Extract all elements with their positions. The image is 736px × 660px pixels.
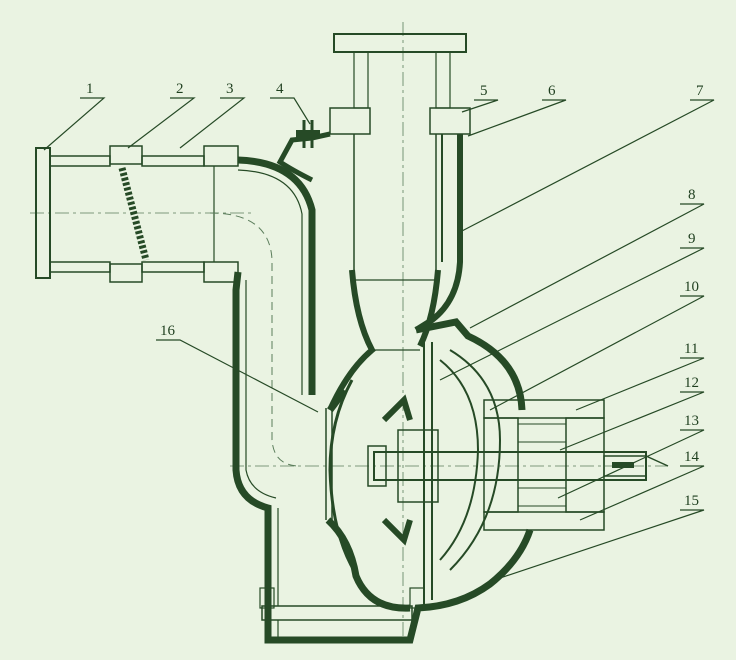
discharge-pipe	[296, 33, 471, 412]
callout-7: 7	[696, 83, 704, 99]
callout-11: 11	[684, 341, 698, 357]
shaft-key	[612, 462, 634, 468]
callout-9: 9	[688, 231, 696, 247]
valve-flange-left	[109, 145, 143, 165]
callout-8: 8	[688, 187, 696, 203]
discharge-flange	[333, 33, 467, 53]
leader-lines	[43, 97, 715, 583]
inlet-pipe	[35, 145, 239, 283]
bearing-housing	[367, 399, 669, 531]
bearing-seal	[517, 423, 567, 443]
volute-and-impeller	[325, 318, 526, 612]
callout-15: 15	[684, 493, 699, 509]
pump-casing	[209, 131, 534, 644]
elbow-flange	[203, 145, 239, 167]
callout-12: 12	[684, 375, 699, 391]
inlet-flange	[35, 147, 51, 279]
callout-3: 3	[226, 81, 234, 97]
impeller-hub	[397, 429, 439, 503]
callout-2: 2	[176, 81, 184, 97]
check-valve-flap	[118, 167, 150, 261]
callout-16: 16	[160, 323, 176, 339]
base-flange	[261, 605, 413, 621]
callout-6: 6	[548, 83, 556, 99]
callout-5: 5	[480, 83, 488, 99]
callout-10: 10	[684, 279, 699, 295]
callout-labels: 1 2 3 4 5 6 7 8 9 10 11 12 13 14 15 16	[86, 81, 704, 509]
callout-4: 4	[276, 81, 284, 97]
callout-13: 13	[684, 413, 699, 429]
callout-1: 1	[86, 81, 94, 97]
callout-14: 14	[684, 449, 700, 465]
